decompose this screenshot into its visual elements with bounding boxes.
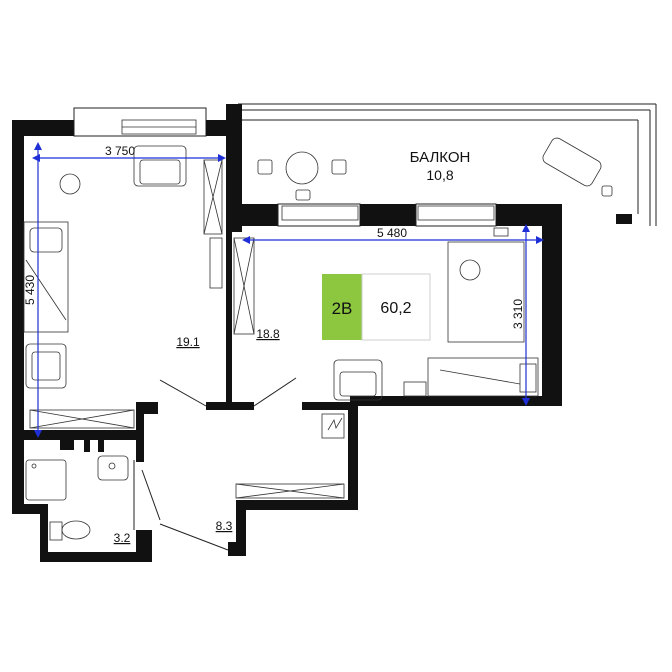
dim-living-width: 3 750 — [105, 144, 135, 158]
area-bathroom: 3.2 — [114, 531, 131, 545]
badge-area-box — [361, 273, 431, 341]
furniture — [23, 119, 613, 541]
doors — [133, 377, 297, 551]
dim-bedroom-height: 3 310 — [511, 299, 525, 329]
badge-code-box — [322, 274, 362, 340]
dim-bedroom-width: 5 480 — [377, 226, 407, 240]
balcony-area: 10,8 — [426, 167, 453, 183]
area-hall: 8.3 — [216, 519, 233, 533]
walls — [12, 104, 562, 562]
dimension-lines — [32, 142, 544, 438]
area-living: 19.1 — [176, 335, 200, 349]
balcony-name: БАЛКОН — [410, 149, 471, 166]
badge-code: 2В — [332, 299, 353, 318]
balcony — [238, 103, 657, 226]
apartment-badge: 2В 60,2 — [322, 273, 431, 341]
dim-living-height: 5 430 — [23, 275, 37, 305]
area-bedroom: 18.8 — [256, 327, 280, 341]
badge-area: 60,2 — [380, 300, 411, 317]
